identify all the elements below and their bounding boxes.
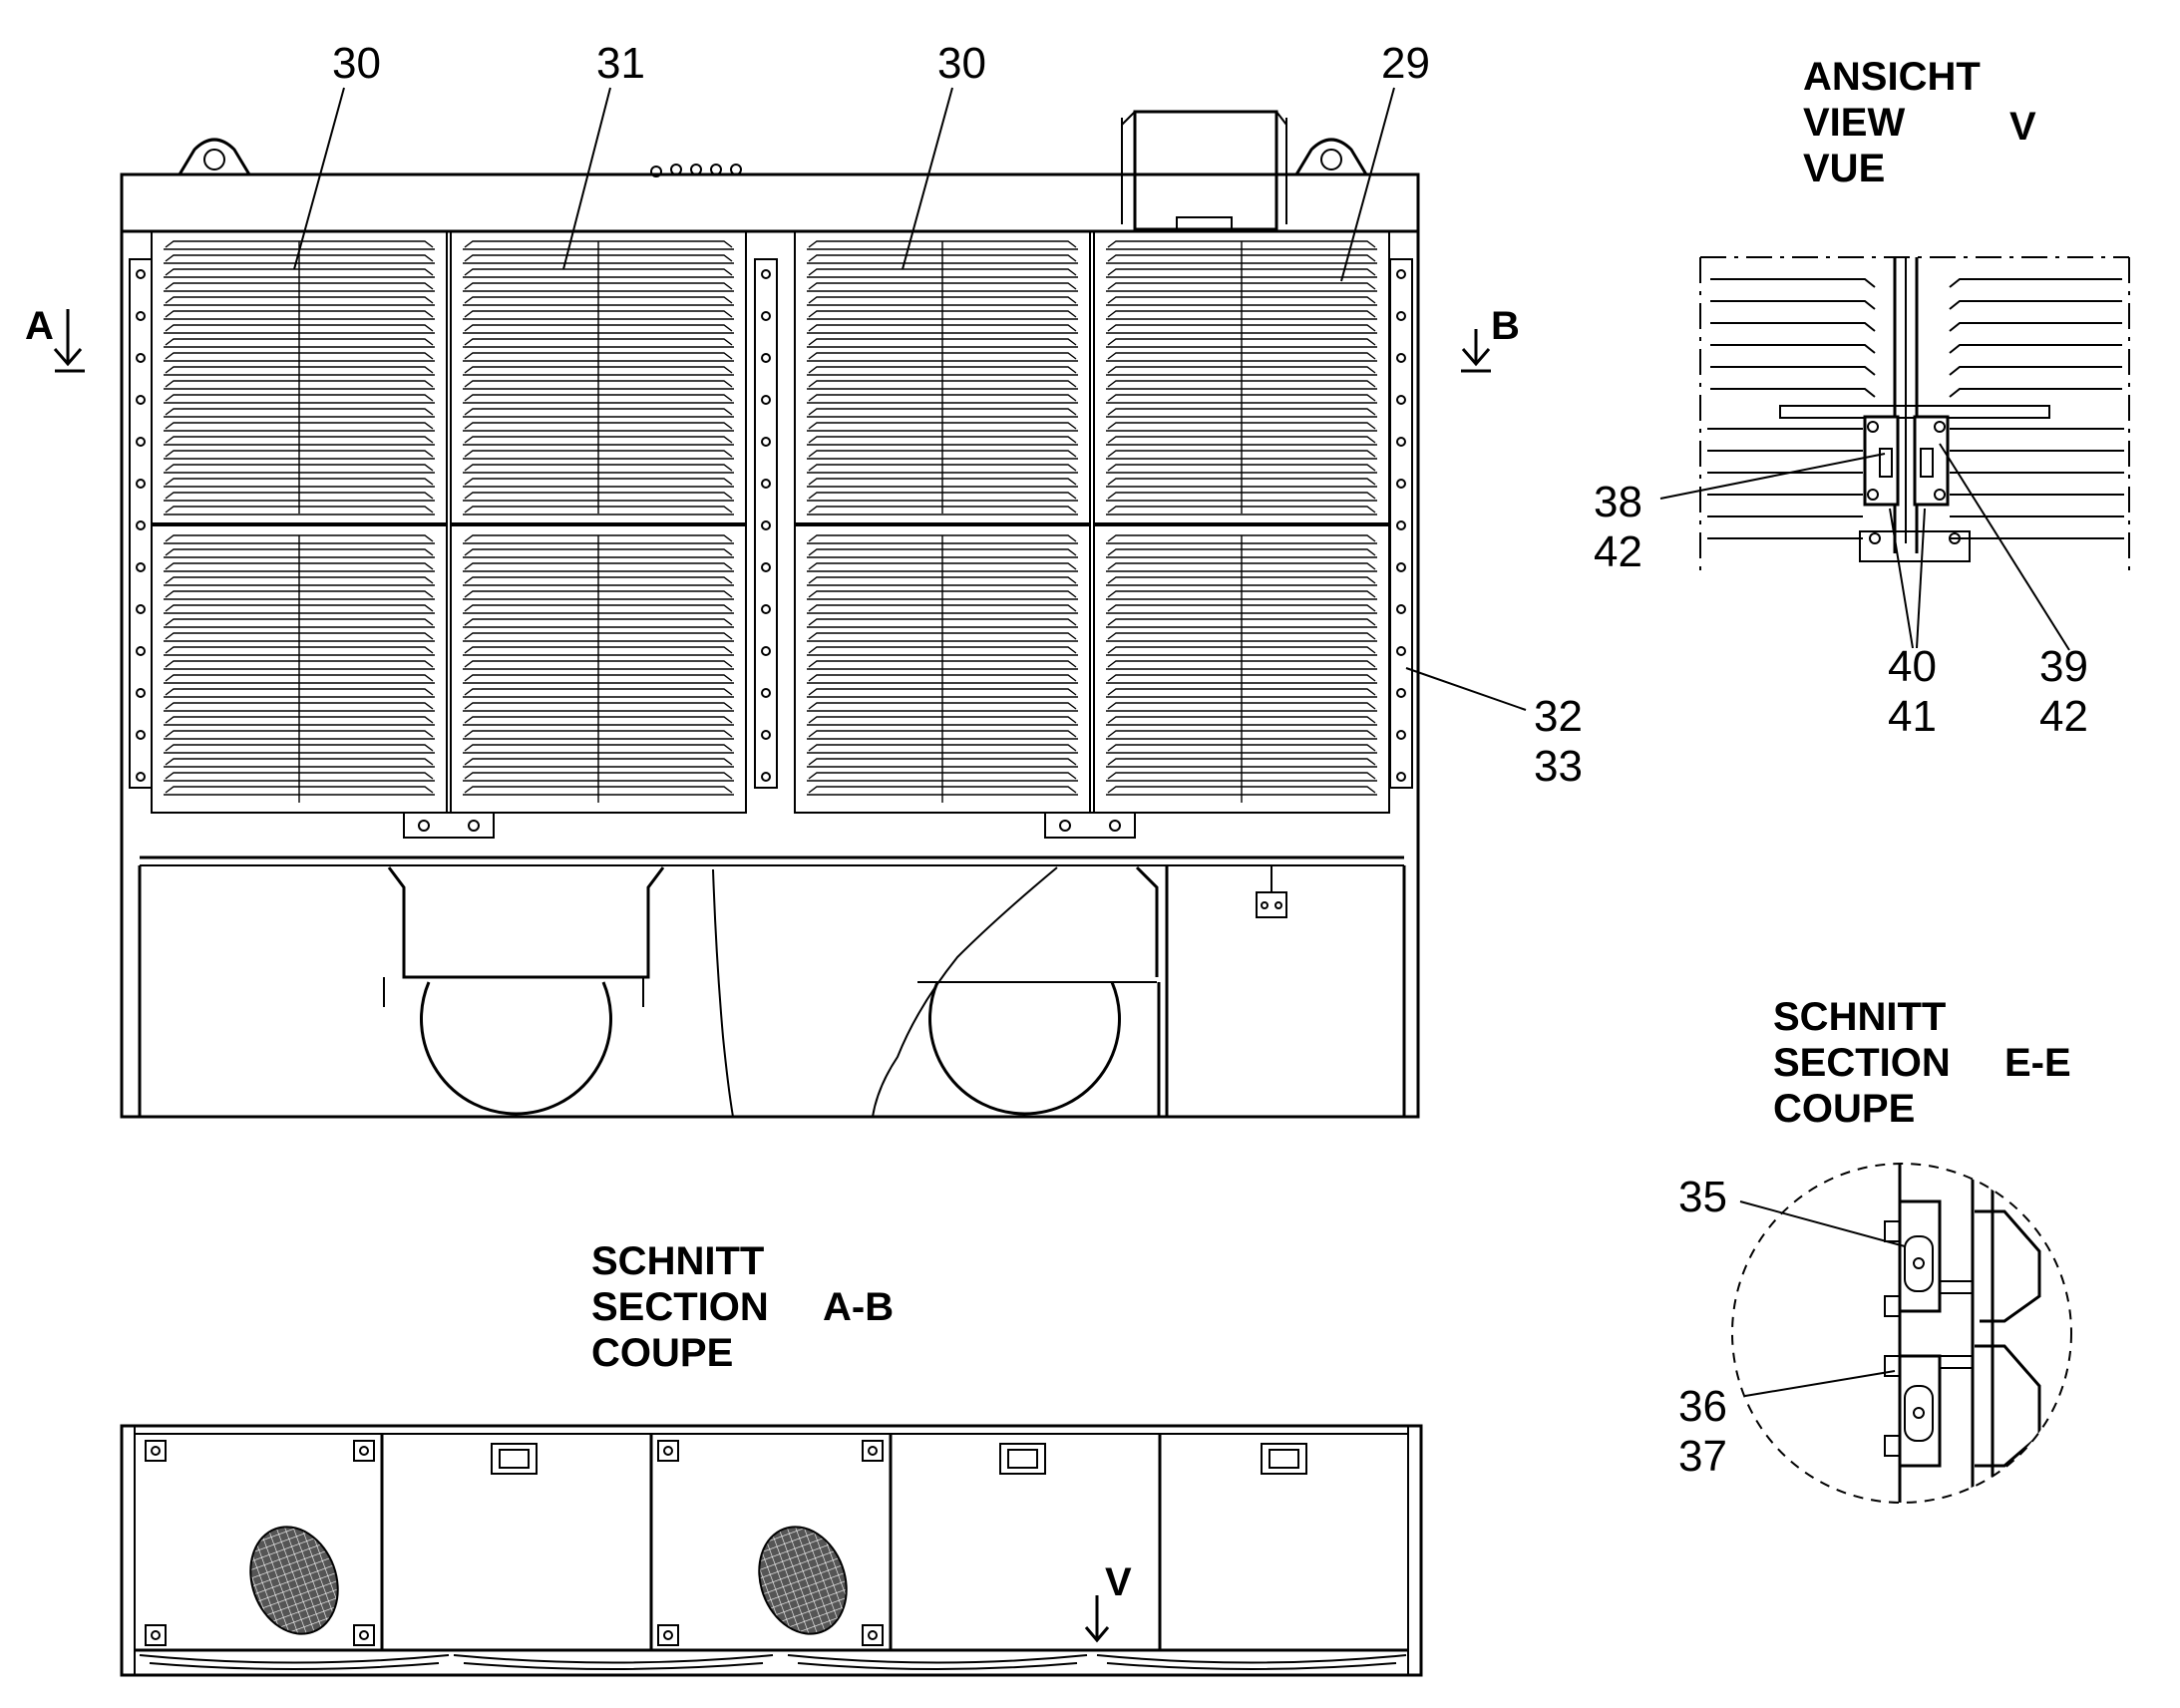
svg-text:SECTION: SECTION: [591, 1285, 769, 1329]
section-ab-title: SCHNITT SECTION COUPE A-B: [591, 1239, 894, 1375]
svg-text:37: 37: [1678, 1432, 1727, 1481]
svg-text:42: 42: [1594, 527, 1642, 576]
louver-panel: [450, 230, 747, 524]
svg-text:35: 35: [1678, 1173, 1727, 1221]
svg-text:41: 41: [1888, 692, 1937, 741]
svg-text:40: 40: [1888, 642, 1937, 691]
louver-panel: [450, 524, 747, 814]
view-v-detail: 38 42 40 41 39 42: [1594, 256, 2130, 741]
svg-text:SCHNITT: SCHNITT: [1773, 995, 1946, 1039]
svg-text:29: 29: [1381, 39, 1430, 88]
louver-panel: [1093, 230, 1390, 524]
section-ee-title: SCHNITT SECTION COUPE E-E: [1773, 995, 2071, 1131]
svg-text:B: B: [1491, 304, 1520, 348]
svg-text:A-B: A-B: [823, 1285, 894, 1329]
louver-panel: [794, 524, 1091, 814]
section-ab-detail: V: [120, 1424, 1423, 1677]
svg-text:E-E: E-E: [2004, 1041, 2071, 1085]
svg-text:VIEW: VIEW: [1803, 101, 1905, 145]
callouts-front: 30 31 30 29 32 33: [293, 39, 1583, 791]
front-view: [120, 110, 1420, 1119]
svg-text:A: A: [25, 304, 54, 348]
svg-text:V: V: [2009, 105, 2036, 149]
louver-panel: [151, 230, 448, 524]
svg-text:SECTION: SECTION: [1773, 1041, 1951, 1085]
svg-text:31: 31: [596, 39, 645, 88]
louver-panel: [794, 230, 1091, 524]
svg-text:33: 33: [1534, 742, 1583, 791]
section-ee-detail: 35 36 37: [1678, 1163, 2072, 1504]
view-v-title: ANSICHT VIEW VUE V: [1803, 55, 2036, 190]
section-marker-a: A: [25, 304, 85, 373]
svg-text:39: 39: [2039, 642, 2088, 691]
section-marker-v: V: [1105, 1560, 1132, 1604]
svg-text:30: 30: [937, 39, 986, 88]
section-marker-b: B: [1461, 304, 1520, 373]
svg-text:36: 36: [1678, 1382, 1727, 1431]
svg-text:42: 42: [2039, 692, 2088, 741]
svg-text:32: 32: [1534, 692, 1583, 741]
svg-text:COUPE: COUPE: [591, 1331, 733, 1375]
louver-panel: [151, 524, 448, 814]
svg-text:VUE: VUE: [1803, 147, 1885, 190]
svg-text:ANSICHT: ANSICHT: [1803, 55, 1981, 99]
svg-text:SCHNITT: SCHNITT: [591, 1239, 764, 1283]
svg-text:30: 30: [332, 39, 381, 88]
svg-text:COUPE: COUPE: [1773, 1087, 1915, 1131]
louver-panel: [1093, 524, 1390, 814]
svg-text:38: 38: [1594, 478, 1642, 526]
